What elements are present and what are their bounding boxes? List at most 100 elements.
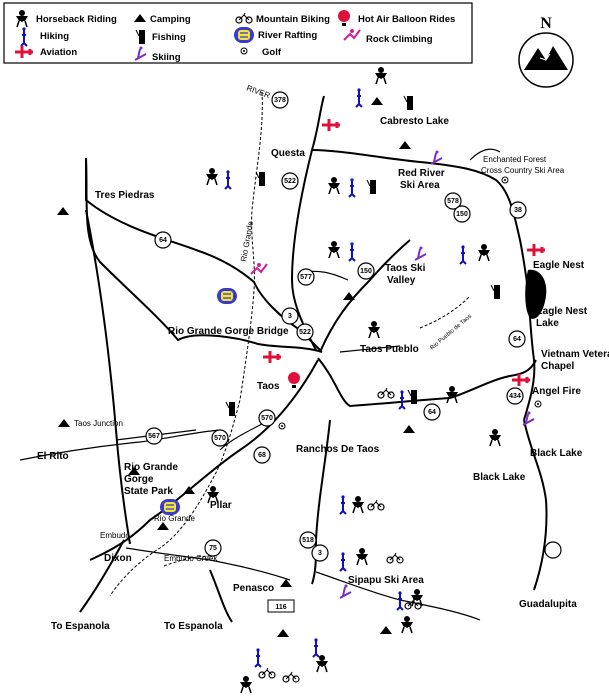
legend-skiing: Skiing — [152, 52, 181, 63]
mountain-biking-icon — [377, 387, 395, 399]
horseback-riding-icon — [205, 167, 219, 186]
route-522-north: 522 — [284, 178, 296, 185]
route-shields: 378 522 578 150 38 64 150 577 3 522 64 6… — [145, 91, 562, 613]
label-taos-pueblo: Taos Pueblo — [360, 344, 419, 355]
camping-icon — [399, 141, 411, 149]
mountain-biking-icon — [367, 499, 385, 511]
route-38: 38 — [514, 207, 522, 214]
road-network — [19, 95, 548, 623]
mountain-biking-icon — [282, 671, 300, 683]
hiking-icon — [398, 389, 406, 410]
hiking-icon — [339, 494, 347, 515]
label-angel-fire: Angel Fire — [532, 386, 581, 397]
fishing-icon — [403, 95, 414, 111]
label-questa: Questa — [271, 148, 305, 159]
label-guadalupita: Guadalupita — [519, 599, 577, 610]
river-rafting-icon — [233, 26, 255, 44]
route-434: 434 — [509, 393, 521, 400]
hiking-icon — [348, 241, 356, 262]
label-eagle-nest-lake-2: Lake — [536, 318, 559, 329]
label-ranchos: Ranchos De Taos — [296, 444, 380, 455]
label-el-rito: El Rito — [37, 451, 69, 462]
route-578: 578 — [447, 198, 459, 205]
legend-rafting: River Rafting — [258, 30, 317, 41]
horseback-riding-icon — [239, 675, 253, 694]
label-taos-junction: Taos Junction — [74, 419, 123, 428]
camping-icon — [343, 292, 355, 300]
label-tres-piedras: Tres Piedras — [95, 190, 155, 201]
route-518: 518 — [302, 537, 314, 544]
mountain-biking-icon — [386, 552, 404, 564]
label-gorge-park-3: State Park — [124, 486, 173, 497]
label-ski-area: Ski Area — [400, 180, 440, 191]
horseback-riding-icon — [477, 243, 491, 262]
camping-icon — [280, 579, 292, 587]
river-rafting-icon — [216, 287, 238, 305]
route-116: 116 — [275, 604, 286, 611]
hiking-icon — [339, 551, 347, 572]
label-embudo-creek: Embudo Creek — [164, 554, 218, 563]
horseback-riding-icon — [327, 240, 341, 259]
route-3-north: 3 — [288, 313, 292, 320]
skiing-icon — [339, 583, 352, 599]
legend-fishing: Fishing — [152, 32, 186, 43]
horseback-riding-icon — [351, 495, 365, 514]
route-522-south: 522 — [299, 329, 311, 336]
label-dixon: Dixon — [104, 553, 132, 564]
label-taos: Taos — [257, 381, 280, 392]
hiking-icon — [254, 647, 262, 668]
label-to-espanola-2: To Espanola — [164, 621, 223, 632]
horseback-riding-icon — [327, 176, 341, 195]
label-enchanted-forest: Enchanted Forest — [483, 155, 547, 164]
legend-balloon: Hot Air Balloon Rides — [358, 14, 455, 25]
route-150: 150 — [360, 268, 372, 275]
skiing-icon — [430, 149, 443, 165]
fishing-icon — [366, 179, 377, 195]
camping-icon — [157, 522, 169, 530]
river-rafting-icon — [159, 498, 181, 516]
legend-mountain-biking: Mountain Biking — [256, 14, 330, 25]
hot-air-balloon-icon — [288, 372, 300, 388]
label-taos-ski: Taos Ski — [385, 263, 426, 274]
route-64-east: 64 — [428, 409, 436, 416]
route-570-south: 570 — [214, 435, 226, 442]
rivers — [109, 91, 471, 597]
horseback-riding-icon — [315, 654, 329, 673]
label-black-lake-1: Black Lake — [530, 448, 583, 459]
legend-golf: Golf — [262, 47, 282, 58]
route-64-west: 64 — [159, 237, 167, 244]
label-gorge-bridge: Rio Grande Gorge Bridge — [168, 326, 289, 337]
mountain-biking-icon — [258, 667, 276, 679]
route-570-north: 570 — [261, 415, 273, 422]
label-valley: Valley — [387, 275, 416, 286]
camping-icon — [403, 425, 415, 433]
horseback-riding-icon — [374, 66, 388, 85]
legend-horseback: Horseback Riding — [36, 14, 117, 25]
camping-icon — [277, 629, 289, 637]
route-64-north: 64 — [513, 336, 521, 343]
route-567: 567 — [148, 433, 160, 440]
camping-icon — [371, 97, 383, 105]
label-gorge-park-2: Gorge — [124, 474, 154, 485]
label-vietnam-1: Vietnam Veterans — [541, 349, 609, 360]
label-penasco: Penasco — [233, 583, 274, 594]
eagle-nest-lake — [525, 269, 547, 319]
activity-icons — [57, 66, 547, 694]
label-cross-country: Cross Country Ski Area — [481, 166, 565, 175]
aviation-icon — [261, 349, 283, 365]
north-label: N — [540, 15, 552, 32]
label-to-espanola-1: To Espanola — [51, 621, 110, 632]
route-75: 75 — [209, 545, 217, 552]
label-river: RIVER — [245, 83, 271, 100]
hiking-icon — [348, 177, 356, 198]
horseback-riding-icon — [400, 615, 414, 634]
skiing-icon — [414, 245, 427, 261]
horseback-riding-icon — [445, 385, 459, 404]
fishing-icon — [255, 171, 266, 187]
golf-icon — [534, 400, 542, 408]
label-rio-pueblo: Rio Pueblo de Taos — [429, 314, 473, 352]
legend-hiking: Hiking — [40, 31, 69, 42]
label-sipapu: Sipapu Ski Area — [348, 575, 424, 586]
hiking-icon — [459, 244, 467, 265]
